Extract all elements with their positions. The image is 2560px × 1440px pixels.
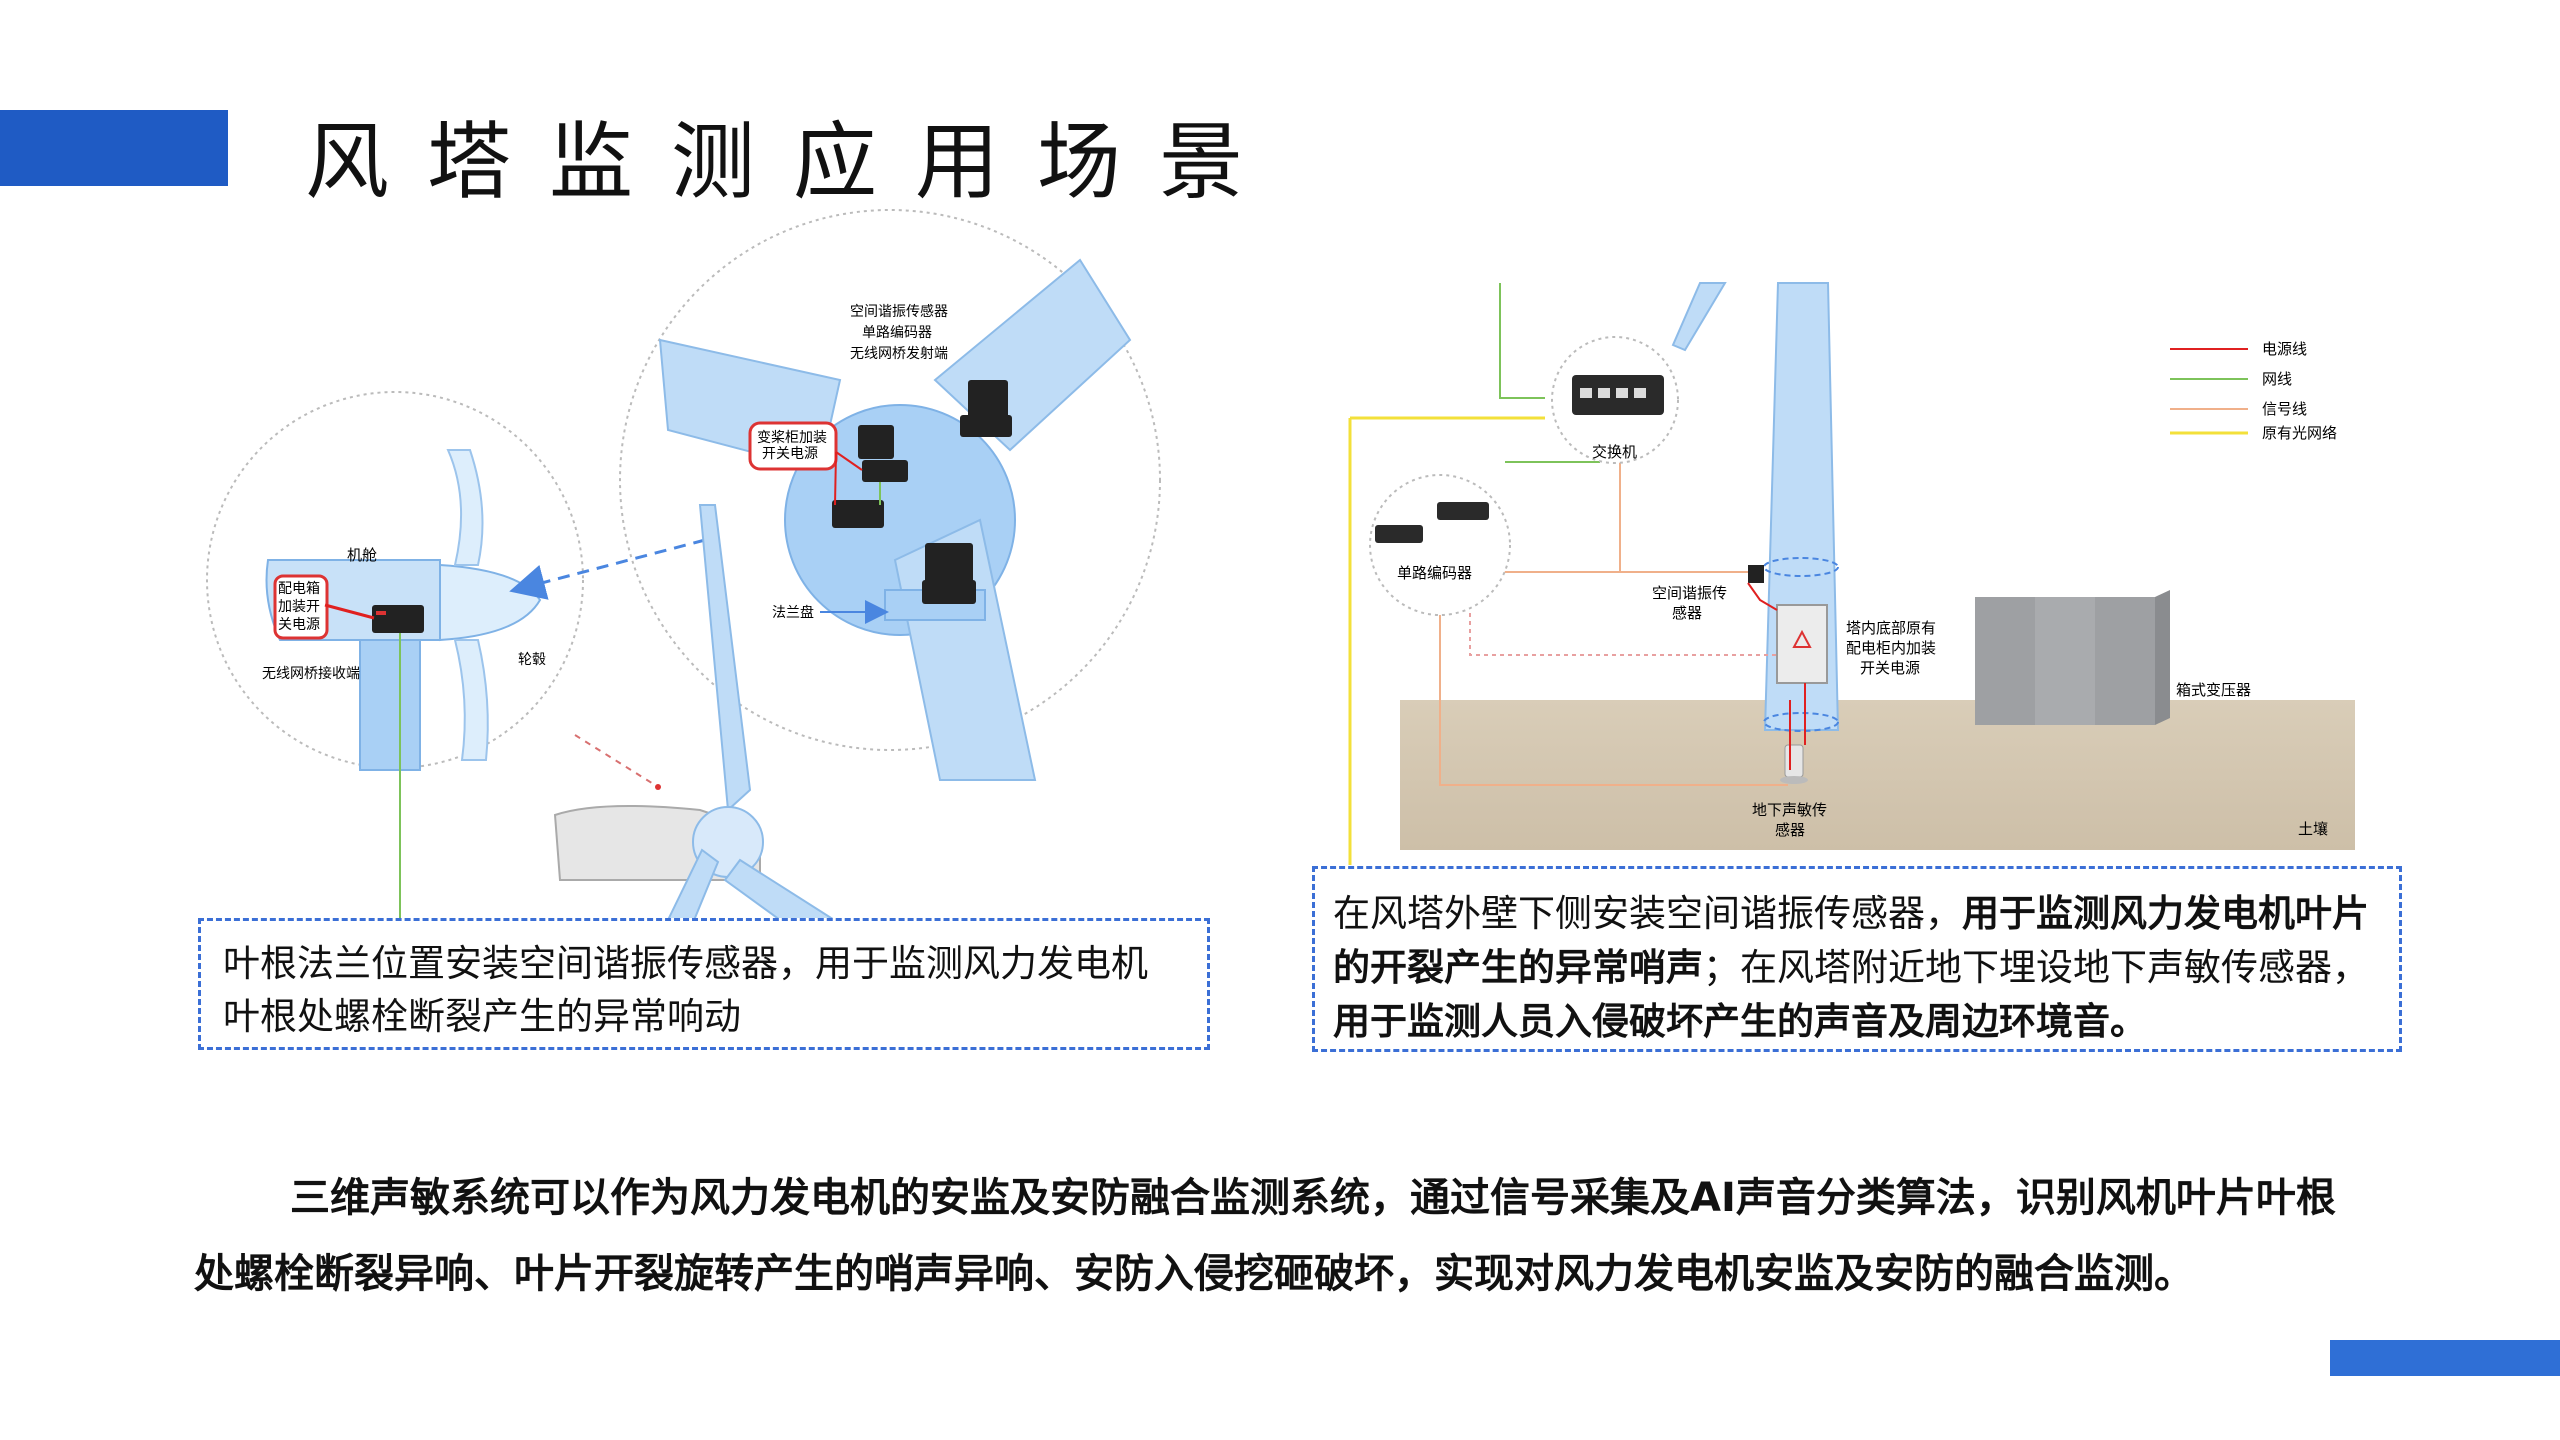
label-sensor-stack-1: 空间谐振传感器 <box>850 303 948 320</box>
left-caption-line-1: 叶根法兰位置安装空间谐振传感器，用于监测风力发电机 <box>223 942 1148 985</box>
page-title: 风塔监测应用场景 <box>305 113 1282 211</box>
label-wireless-receiver: 无线网桥接收端 <box>262 665 360 682</box>
bottom-accent-bar <box>2330 1340 2560 1376</box>
label-pitch-box-2: 开关电源 <box>762 446 818 462</box>
hub-zoom-circle <box>619 209 1161 751</box>
nacelle-detail <box>265 449 542 930</box>
title-accent-bar <box>0 110 228 186</box>
label-resonance-sensor-1: 空间谐振传 <box>1652 584 1727 602</box>
label-encoder: 单路编码器 <box>1397 564 1472 582</box>
left-caption-box: 叶根法兰位置安装空间谐振传感器，用于监测风力发电机 叶根处螺栓断裂产生的异常响动 <box>198 918 1210 1050</box>
transformer-box <box>1975 590 2170 725</box>
wireless-receiver-device <box>372 605 424 633</box>
label-ground-sensor-1: 地下声敏传 <box>1752 801 1827 819</box>
hub-detail <box>658 258 1132 781</box>
label-tower-base-2: 配电柜内加装 <box>1846 639 1936 657</box>
label-transformer: 箱式变压器 <box>2176 681 2251 699</box>
label-pitch-box-1: 变桨柜加装 <box>757 429 827 446</box>
left-caption-line-2: 叶根处螺栓断裂产生的异常响动 <box>223 995 741 1038</box>
legend-fiber: 原有光网络 <box>2262 424 2337 442</box>
right-caption-part-2: 用于监测风力发电机叶片的开裂产生的异常哨声 <box>1333 892 2369 989</box>
right-caption-box: 在风塔外壁下侧安装空间谐振传感器，用于监测风力发电机叶片的开裂产生的异常哨声；在… <box>1312 866 2402 1052</box>
label-soil: 土壤 <box>2298 820 2328 838</box>
label-switch: 交换机 <box>1592 443 1637 461</box>
legend-signal: 信号线 <box>2262 400 2307 418</box>
encoder-zoom-circle <box>1369 474 1511 616</box>
label-tower-base-1: 塔内底部原有 <box>1846 619 1936 637</box>
soil-ground <box>1400 700 2355 850</box>
label-distribution-box-3: 关电源 <box>278 617 320 633</box>
label-tower-base-3: 开关电源 <box>1860 659 1920 677</box>
wind-tower <box>1671 282 1840 784</box>
summary-paragraph: 三维声敏系统可以作为风力发电机的安监及安防融合监测系统，通过信号采集及AI声音分… <box>194 1160 2374 1312</box>
legend-power: 电源线 <box>2262 340 2307 358</box>
label-ground-sensor-2: 感器 <box>1775 821 1805 839</box>
encoder-device-2 <box>1437 502 1489 520</box>
label-hub: 轮毂 <box>518 652 546 668</box>
label-resonance-sensor-2: 感器 <box>1672 604 1702 622</box>
right-caption-part-1: 在风塔外壁下侧安装空间谐振传感器， <box>1333 892 1962 935</box>
legend-network: 网线 <box>2262 370 2292 388</box>
wire-legend: 电源线 网线 信号线 原有光网络 <box>2170 340 2337 442</box>
label-flange: 法兰盘 <box>772 604 814 621</box>
label-sensor-stack-2: 单路编码器 <box>862 325 932 341</box>
encoder-device-1 <box>1375 525 1423 543</box>
right-caption-part-3: ；在风塔附近地下埋设地下声敏传感器， <box>1703 946 2369 989</box>
label-distribution-box-1: 配电箱 <box>278 581 320 597</box>
summary-text: 三维声敏系统可以作为风力发电机的安监及安防融合监测系统，通过信号采集及AI声音分… <box>194 1175 2336 1297</box>
label-sensor-stack-3: 无线网桥发射端 <box>850 346 948 362</box>
right-caption-part-4: 用于监测人员入侵破坏产生的声音及周边环境音。 <box>1333 1000 2147 1043</box>
label-distribution-box-2: 加装开 <box>278 599 320 615</box>
resonance-sensor-device <box>1748 565 1764 583</box>
label-nacelle: 机舱 <box>347 546 377 564</box>
